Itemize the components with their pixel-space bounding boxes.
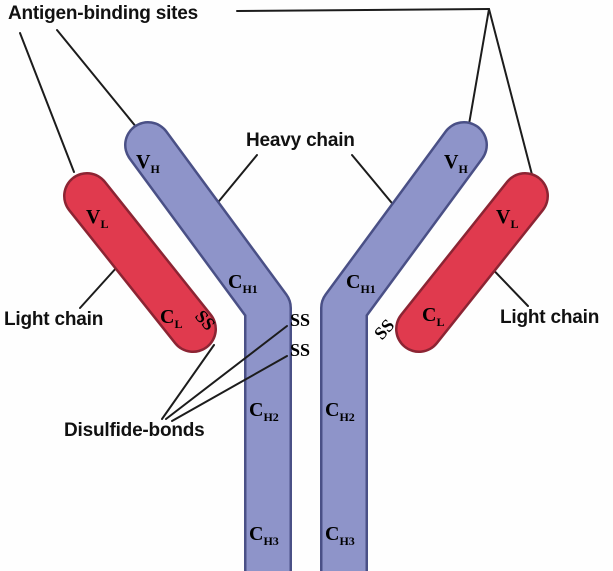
domain-subscript: L: [436, 315, 445, 329]
domain-letter: C: [160, 306, 175, 328]
domain-subscript: L: [100, 217, 109, 231]
light-chain-right-body: [397, 174, 547, 351]
domain-subscript: H: [150, 162, 160, 176]
domain-subscript: H3: [263, 534, 279, 548]
label-cl-right: CL: [422, 304, 445, 329]
label-ch1-left: CH1: [228, 271, 258, 296]
label-ch3-right: CH3: [325, 523, 355, 548]
label-antigen-binding-sites: Antigen-binding sites: [8, 3, 199, 24]
domain-letter: C: [422, 304, 437, 326]
label-ch2-left: CH2: [249, 399, 279, 424]
line-disulfide-to-mid-lower-ss: [171, 355, 288, 422]
label-cl-left: CL: [160, 306, 183, 331]
domain-letter: V: [136, 151, 151, 173]
domain-letter: C: [346, 271, 361, 293]
domain-letter: C: [249, 523, 264, 545]
domain-subscript: H: [458, 162, 468, 176]
line-disulfide-to-mid-upper-ss: [165, 325, 288, 420]
light-chain-left-body: [65, 174, 215, 351]
label-ch1-right: CH1: [346, 271, 376, 296]
line-antigen-top-horizontal: [236, 8, 490, 12]
label-ch3-left: CH3: [249, 523, 279, 548]
line-antigen-left-to-light-tip: [19, 32, 75, 173]
line-antigen-right-to-heavy-tip: [467, 8, 490, 131]
label-heavy-chain: Heavy chain: [246, 130, 355, 151]
domain-letter: C: [228, 271, 243, 293]
line-antigen-left-to-heavy-tip: [56, 29, 138, 129]
label-vl-right: VL: [496, 206, 519, 231]
domain-letter: C: [325, 399, 340, 421]
domain-letter: C: [325, 523, 340, 545]
heavy-chain-left-body: [126, 123, 290, 571]
domain-letter: C: [249, 399, 264, 421]
label-vl-left: VL: [86, 206, 109, 231]
domain-letter: V: [496, 206, 511, 228]
domain-letter: V: [444, 151, 459, 173]
domain-subscript: L: [174, 317, 183, 331]
label-light-chain-left: Light chain: [4, 309, 104, 330]
disulfide-lines: [161, 325, 288, 422]
domain-subscript: H1: [242, 282, 258, 296]
label-disulfide-bonds: Disulfide-bonds: [64, 420, 205, 441]
label-light-chain-right: Light chain: [500, 307, 600, 328]
label-ss-middle-upper: SS: [290, 310, 311, 330]
label-vh-right: VH: [444, 151, 468, 176]
domain-subscript: H1: [360, 282, 376, 296]
domain-subscript: H3: [339, 534, 355, 548]
domain-letter: V: [86, 206, 101, 228]
label-ch2-right: CH2: [325, 399, 355, 424]
label-vh-left: VH: [136, 151, 160, 176]
heavy-chains: [124, 121, 488, 571]
line-disulfide-to-left-ss: [161, 344, 215, 420]
domain-subscript: L: [510, 217, 519, 231]
line-antigen-right-to-light-tip: [488, 8, 537, 191]
light-chains: [63, 172, 549, 353]
heavy-chain-right-body: [322, 123, 486, 571]
label-ss-middle-lower: SS: [290, 340, 311, 360]
connector-lines: [19, 8, 537, 309]
domain-subscript: H2: [339, 410, 355, 424]
domain-subscript: H2: [263, 410, 279, 424]
